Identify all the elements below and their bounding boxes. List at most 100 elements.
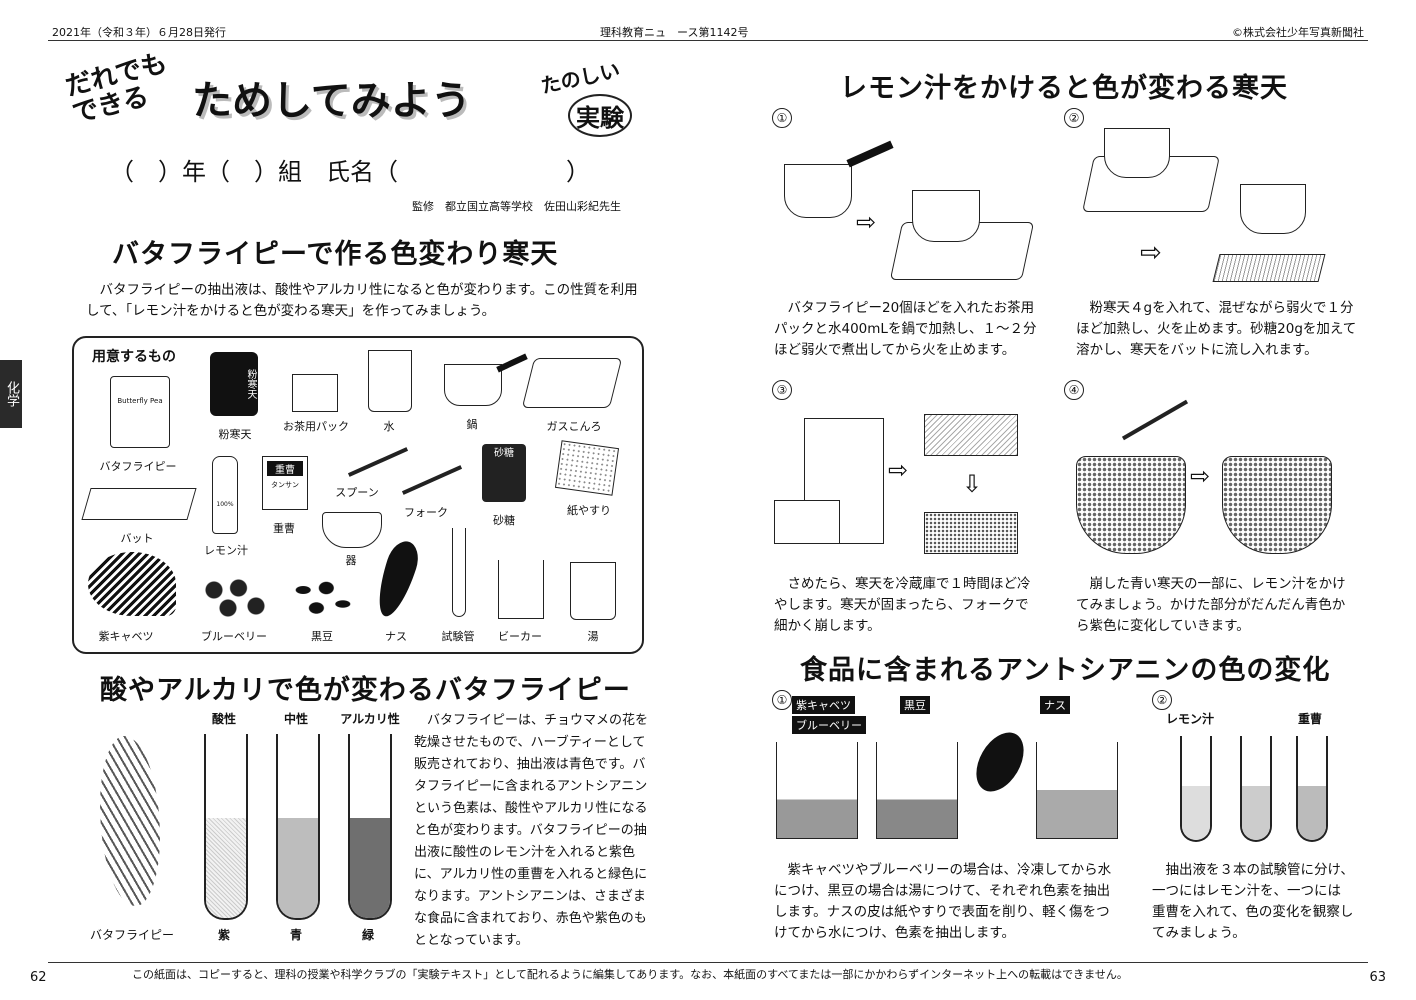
material-label-blackbean: 黒豆 (311, 630, 333, 643)
step2-number: ② (1064, 108, 1084, 128)
sub2-fill-lemon (1182, 786, 1210, 840)
subject-tab: 化学 (0, 360, 22, 428)
tag-blackbean: 黒豆 (900, 696, 930, 714)
material-label-sandpaper: 紙やすり (567, 504, 611, 517)
section-title-butterfly: バタフライピーで作る色変わり寒天 (112, 239, 559, 270)
step2-tray-icon (1212, 254, 1326, 282)
lemon-juice-bottle-icon: 100% (212, 456, 238, 534)
banner-jikken-text: 実験 (568, 94, 632, 137)
material-label-cabbage: 紫キャベツ (98, 630, 154, 643)
materials-title: 用意するもの (92, 349, 176, 365)
red-cabbage-icon (88, 552, 176, 616)
material-label-lemon: レモン汁 (204, 544, 248, 557)
step4-bowl-blue-icon (1076, 456, 1186, 554)
kanten-pack-text: 粉寒天 (245, 369, 256, 399)
step3-number: ③ (772, 380, 792, 400)
section-title-lemon-kanten: レモン汁をかけると色が変わる寒天 (840, 73, 1288, 104)
intro-text: バタフライピーの抽出液は、酸性やアルカリ性になると色が変わります。この性質を利用… (86, 282, 638, 319)
step4-number: ④ (1064, 380, 1084, 400)
tube-header-alkali: アルカリ性 (340, 712, 400, 726)
step3-text: さめたら、寒天を冷蔵庫で１時間ほど冷やします。寒天が固まったら、フォークで細かく… (774, 576, 1031, 634)
sub2-tube-control (1240, 736, 1272, 842)
step3-tray-bottom-icon (924, 512, 1018, 554)
tube-fill-acid (206, 818, 246, 918)
sub2-fill-control (1242, 786, 1270, 840)
material-label-eggplant: ナス (385, 630, 407, 643)
material-label-spoon: スプーン (335, 486, 379, 499)
banner-title: ためしてみよう (192, 78, 471, 124)
material-label-kanten: 粉寒天 (218, 428, 252, 441)
step1-pot-icon (784, 164, 852, 218)
hot-water-cup-icon (570, 562, 616, 620)
flower-label: バタフライピー (89, 928, 174, 942)
butterfly-pea-flower-icon (100, 736, 160, 906)
step4-text: 崩した青い寒天の一部に、レモン汁をかけてみましょう。かけた部分がだんだん青色から… (1076, 576, 1346, 634)
material-label-stove: ガスこんろ (546, 420, 602, 433)
sub1-text: 紫キャベツやブルーベリーの場合は、冷凍してから水につけ、黒豆の場合は湯につけて、… (774, 862, 1112, 941)
section2-text: バタフライピーは、チョウマメの花を乾燥させたもので、ハーブティーとして販売されて… (414, 713, 649, 948)
tube-color-alkali: 緑 (361, 928, 374, 942)
publisher: ©株式会社少年写真新聞社 (1232, 26, 1364, 39)
sub2-label-soda: 重曹 (1297, 712, 1322, 726)
pot-icon (444, 364, 502, 406)
material-label-blueberry: ブルーベリー (201, 630, 267, 643)
fridge-drawer-icon (774, 500, 840, 544)
step4-bowl-purple-icon (1222, 456, 1332, 554)
step1-arrow-icon: ⇨ (856, 208, 877, 236)
bowl-icon (322, 512, 382, 548)
footer-rule (48, 962, 1368, 963)
juso-box-sub: タンサン (271, 481, 299, 489)
step1-heated-pot-icon (912, 190, 980, 242)
sub1-number: ① (772, 690, 792, 710)
step2-text: 粉寒天４gを入れて、混ぜながら弱火で１分ほど加熱し、火を止めます。砂糖20gを加… (1076, 300, 1357, 358)
tube-fill-neutral (278, 818, 318, 918)
step1-pot-handle-icon (846, 140, 894, 168)
material-label-hotwater: 湯 (587, 630, 599, 643)
sub2-tube-lemon (1180, 736, 1212, 842)
lemon-bottle-label: 100% (216, 501, 234, 508)
material-label-testtube: 試験管 (441, 630, 475, 643)
beaker-cabbage-icon (776, 742, 858, 839)
tube-header-neutral: 中性 (283, 712, 308, 726)
tube-header-acid: 酸性 (211, 712, 236, 726)
juso-box-text: 重曹 (267, 461, 303, 476)
banner-jikken: 実験 (568, 94, 632, 137)
section-title-anthocyanin: 食品に含まれるアントシアニンの色の変化 (800, 655, 1331, 686)
header-rule (48, 40, 1368, 41)
tag-blueberry: ブルーベリー (792, 716, 866, 734)
issue-date: 2021年（令和３年）６月28日発行 (52, 26, 226, 39)
material-label-water: 水 (383, 420, 395, 433)
sub2-number: ② (1152, 690, 1172, 710)
tray-icon (81, 488, 197, 520)
step3-arrow-down-icon: ⇩ (962, 470, 983, 498)
tube-color-neutral: 青 (289, 928, 302, 942)
sub2-label-lemon: レモン汁 (1165, 712, 1214, 726)
fridge-icon (804, 418, 884, 544)
step1-number: ① (772, 108, 792, 128)
material-label-butterfly: バタフライピー (99, 460, 177, 473)
butterfly-pea-pack-icon: Butterfly Pea (110, 376, 170, 448)
name-line: （ ）年（ ）組 氏名（ ） (110, 158, 590, 186)
beaker-icon (498, 560, 544, 619)
tag-cabbage: 紫キャベツ (792, 696, 855, 714)
supervisor-credit: 監修 都立国立高等学校 佐田山彩紀先生 (412, 200, 621, 213)
page-number-left: 62 (30, 970, 47, 985)
step3-arrow-right-icon: ⇨ (888, 456, 909, 484)
step2-pouring-pot-icon (1240, 184, 1306, 234)
step4-arrow-icon: ⇨ (1190, 462, 1211, 490)
footer-note: この紙面は、コピーすると、理科の授業や科学クラブの「実験テキスト」として配れるよ… (132, 968, 1128, 981)
sub2-text: 抽出液を３本の試験管に分け、一つにはレモン汁を、一つには重曹を入れて、色の変化を… (1152, 862, 1354, 941)
banner-tanoshii: たのしい (538, 57, 622, 99)
tag-eggplant: ナス (1040, 696, 1070, 714)
test-tube-neutral (276, 734, 320, 920)
test-tube-alkali (348, 734, 392, 920)
sugar-bag-icon: 砂糖 (482, 444, 526, 502)
test-tube-acid (204, 734, 248, 920)
tube-color-acid: 紫 (217, 928, 230, 942)
pack-label: Butterfly Pea (117, 397, 163, 405)
tea-bag-icon (292, 374, 338, 412)
sugar-bag-text: 砂糖 (494, 448, 514, 459)
material-label-pot: 鍋 (466, 418, 478, 431)
step2-arrow-icon: ⇨ (1140, 238, 1162, 268)
section-title-acid-alkali: 酸やアルカリで色が変わるバタフライピー (100, 675, 631, 706)
